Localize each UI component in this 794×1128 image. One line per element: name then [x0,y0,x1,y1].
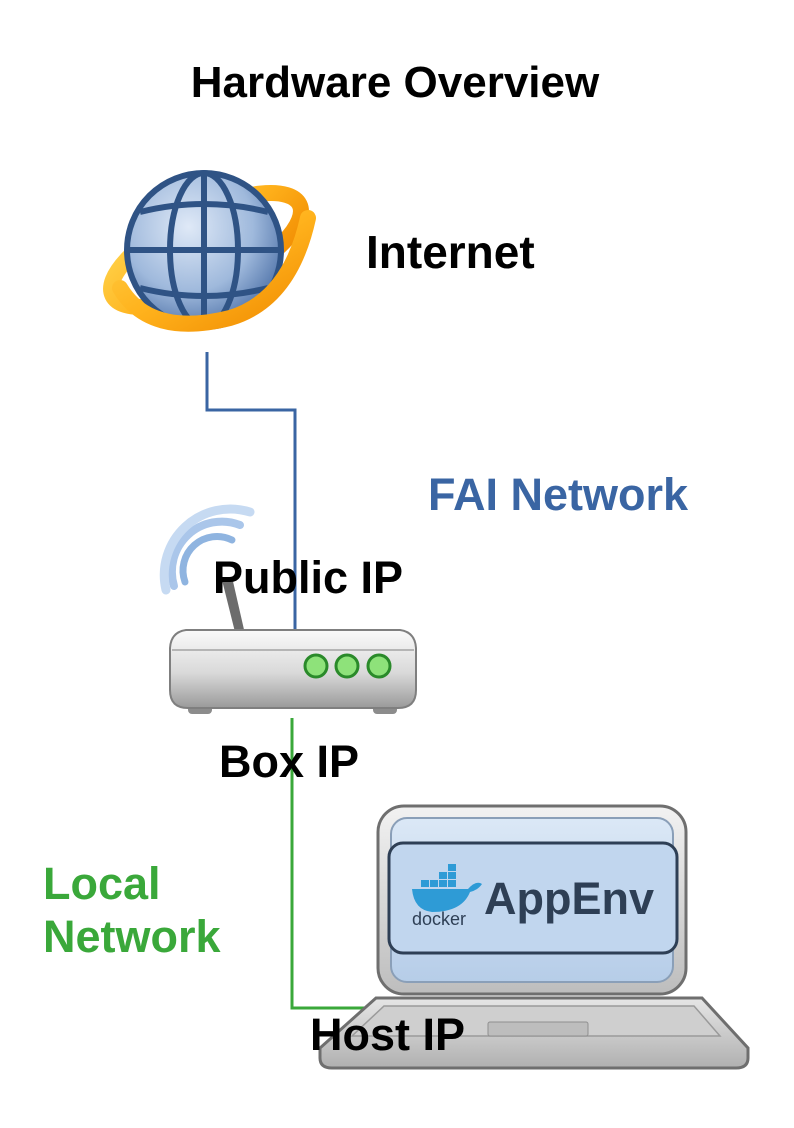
fai-network-line [205,352,297,630]
box-ip-label: Box IP [219,736,359,787]
router-icon [169,577,417,714]
internet-label: Internet [366,226,535,278]
local-network-line [290,718,370,1010]
docker-label: docker [412,909,466,929]
appenv-container [387,841,679,955]
host-ip-label: Host IP [310,1009,465,1060]
diagram-title: Hardware Overview [191,58,600,107]
local-network-label-line2: Network [43,911,222,962]
appenv-label: AppEnv [484,873,654,924]
local-network-label-line1: Local [43,858,161,909]
public-ip-label: Public IP [213,552,403,603]
fai-network-label: FAI Network [428,469,689,520]
globe-icon [103,170,316,332]
docker-whale-icon [412,864,482,912]
wifi-signal-icon [159,504,255,595]
